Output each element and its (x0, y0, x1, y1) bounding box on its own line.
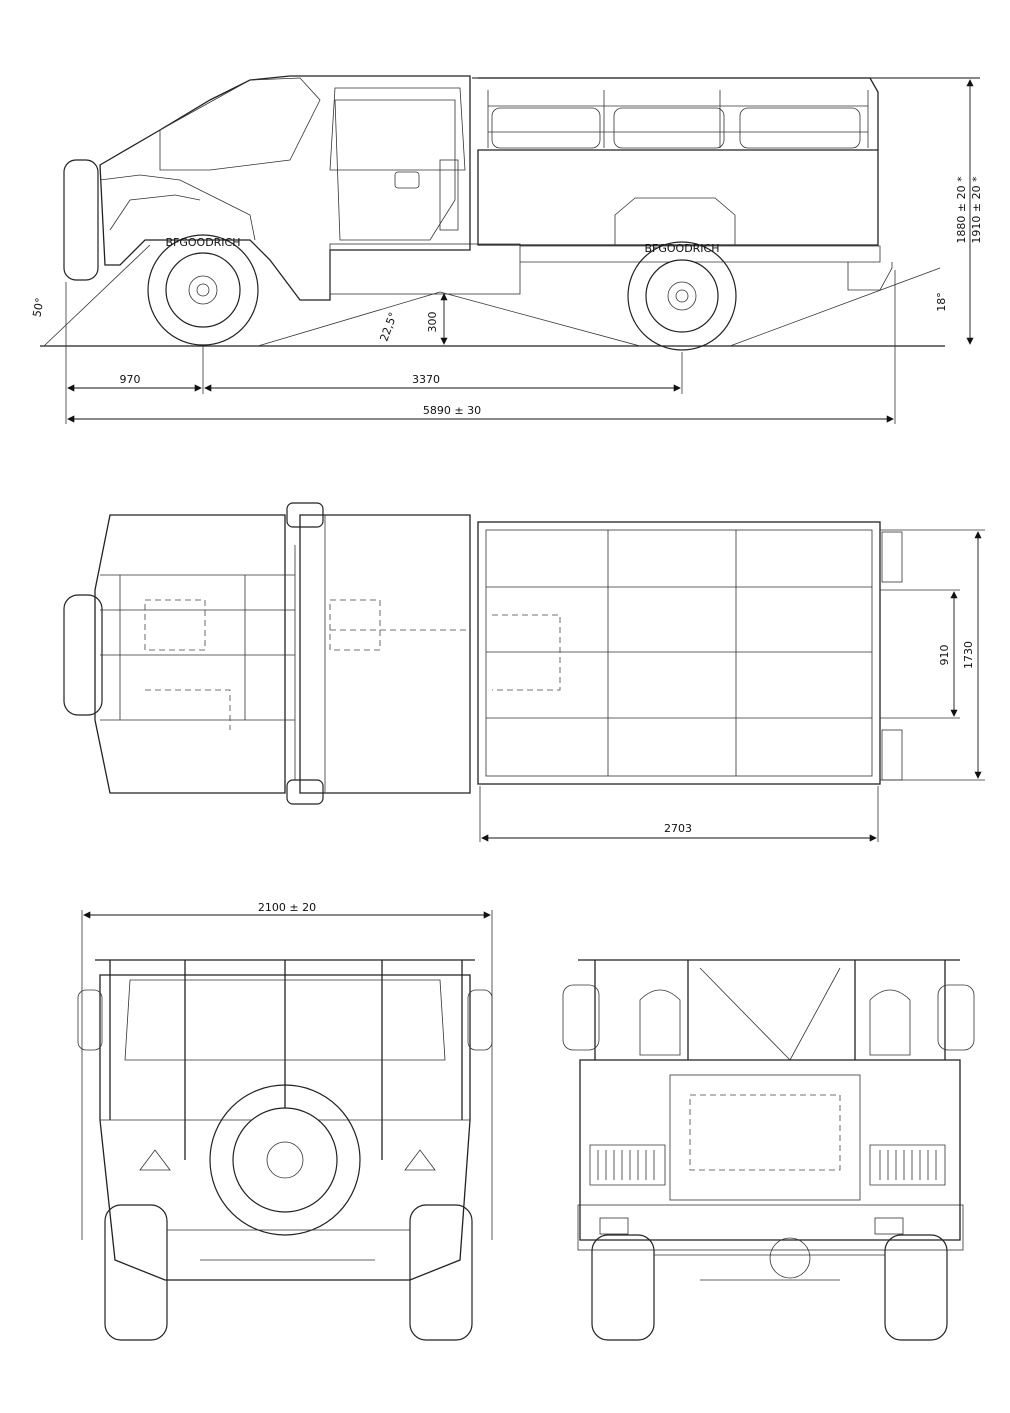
dim-bed-length: 2703 (664, 822, 692, 835)
dim-height-2: 1910 ± 20 * (970, 176, 983, 244)
dim-wheelbase: 3370 (412, 373, 440, 386)
dim-bed-width: 1730 (962, 641, 975, 669)
front-view: 2100 ± 20 (77, 901, 493, 1341)
dim-inner-width: 910 (938, 645, 951, 666)
rear-view (562, 959, 975, 1341)
dim-ground-clearance: 300 (426, 312, 439, 333)
dim-height-1: 1880 ± 20 * (955, 176, 968, 244)
dim-front-overhang: 970 (120, 373, 141, 386)
dim-overall-length: 5890 ± 30 (423, 404, 481, 417)
top-view: 910 1730 2703 (63, 502, 985, 842)
dim-overall-width: 2100 ± 20 (258, 901, 316, 914)
dim-approach-angle: 50° (30, 297, 46, 318)
dim-departure-angle: 18° (935, 292, 948, 312)
side-view: BFGOODRICH BFGOODRICH 970 3370 5890 ± 30… (30, 75, 983, 424)
front-tyre-lettering: BFGOODRICH (165, 236, 240, 249)
dim-breakover-angle: 22,5° (377, 310, 399, 343)
rear-tyre-lettering: BFGOODRICH (644, 242, 719, 255)
